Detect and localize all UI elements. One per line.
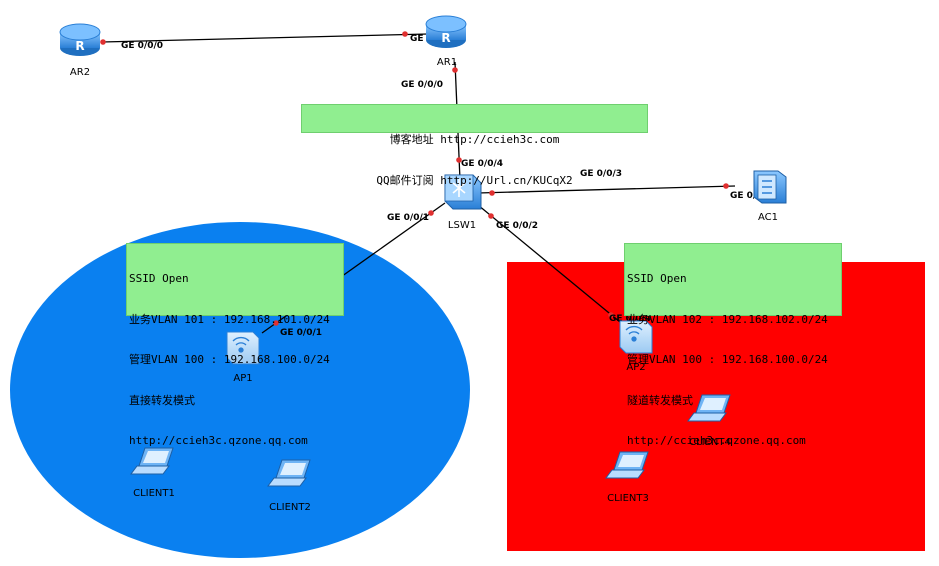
switch-lsw1[interactable] <box>444 174 482 210</box>
link-lsw1-ap2 <box>477 204 621 323</box>
port-label-lsw1-ge004: GE 0/0/4 <box>461 159 503 169</box>
router-ar1[interactable]: R <box>425 15 467 48</box>
ap2-info-note: SSID Open 业务VLAN 102 : 192.168.102.0/24 … <box>624 243 842 447</box>
ap1-info-ssid: SSID Open <box>129 272 189 285</box>
ap2-info-mode: 隧道转发模式 <box>627 393 693 407</box>
laptop-client1[interactable] <box>130 447 174 475</box>
wlan-zone-ap1 <box>10 222 470 558</box>
device-label-lsw1: LSW1 <box>448 220 476 231</box>
port-label-ap2-ge004: GE 0/0/4 <box>609 314 651 324</box>
wifi-icon <box>232 336 250 353</box>
port-label-lsw1-ge003: GE 0/0/3 <box>580 169 622 179</box>
ap1-info-mode: 直接转发模式 <box>129 393 195 407</box>
device-label-ar1: AR1 <box>437 57 457 68</box>
router-ar2[interactable]: R <box>59 23 101 56</box>
ap2-info-mgmt-vlan: 管理VLAN 100 : 192.168.100.0/24 <box>627 353 828 366</box>
switch-arrows-icon <box>452 179 466 197</box>
blog-note-line1: 博客地址 http://ccieh3c.com <box>389 133 560 146</box>
port-label-ar1-ge000: GE 0/0/0 <box>401 80 443 90</box>
router-icon: R <box>441 31 450 45</box>
device-label-client3: CLIENT3 <box>607 493 649 504</box>
laptop-client3[interactable] <box>605 451 649 479</box>
access-point-ap2[interactable] <box>619 320 653 354</box>
ap2-info-url: http://ccieh3c.qzone.qq.com <box>627 434 806 447</box>
device-label-client2: CLIENT2 <box>269 502 311 513</box>
device-label-client4: CLIENT4 <box>689 437 731 448</box>
port-label-lsw1-ge002: GE 0/0/2 <box>496 221 538 231</box>
laptop-client2[interactable] <box>267 459 311 487</box>
access-point-ap1[interactable] <box>226 331 260 365</box>
port-label-ac1-ge003: GE 0/0/3 <box>730 191 772 201</box>
router-icon: R <box>75 39 84 53</box>
ap1-info-note: SSID Open 业务VLAN 101 : 192.168.101.0/24 … <box>126 243 344 447</box>
ap1-info-url: http://ccieh3c.qzone.qq.com <box>129 434 308 447</box>
port-dots <box>100 31 729 326</box>
blog-note-line2: QQ邮件订阅 http://Url.cn/KUCqX2 <box>376 173 573 187</box>
port-label-ar2-ge000: GE 0/0/0 <box>121 41 163 51</box>
device-label-ap1: AP1 <box>233 373 252 384</box>
access-controller-ac1[interactable] <box>753 170 787 204</box>
laptop-client4[interactable] <box>687 394 731 422</box>
device-label-ar2: AR2 <box>70 67 90 78</box>
link-lsw1-ac1 <box>477 185 736 194</box>
device-label-client1: CLIENT1 <box>133 488 175 499</box>
ap2-info-service-vlan: 业务VLAN 102 : 192.168.102.0/24 <box>627 312 828 326</box>
link-ar2-ar1 <box>101 33 429 43</box>
device-label-ac1: AC1 <box>758 212 778 223</box>
port-label-ap1-ge001: GE 0/0/1 <box>280 328 322 338</box>
ap1-info-service-vlan: 业务VLAN 101 : 192.168.101.0/24 <box>129 312 330 326</box>
port-label-lsw1-ge001: GE 0/0/1 <box>387 213 429 223</box>
ap1-info-mgmt-vlan: 管理VLAN 100 : 192.168.100.0/24 <box>129 353 330 366</box>
blog-note: 博客地址 http://ccieh3c.com QQ邮件订阅 http://Ur… <box>301 104 648 187</box>
device-label-ap2: AP2 <box>626 362 645 373</box>
controller-icon <box>762 180 772 194</box>
wifi-icon <box>625 325 643 342</box>
ap2-info-ssid: SSID Open <box>627 272 687 285</box>
